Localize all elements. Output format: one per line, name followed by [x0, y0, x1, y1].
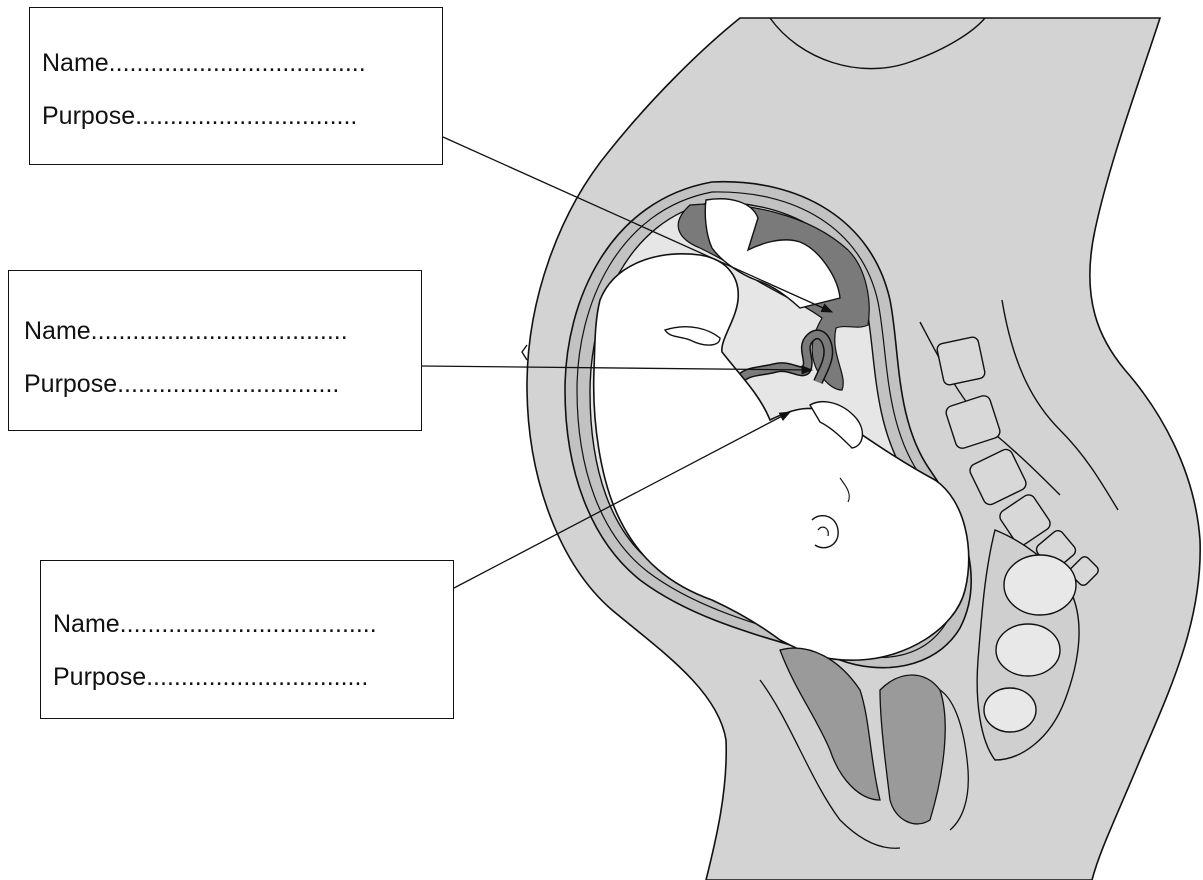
- label-box-3: Name....................................…: [40, 560, 454, 719]
- name-field-2[interactable]: Name....................................…: [24, 316, 348, 346]
- purpose-field-1[interactable]: Purpose................................: [42, 101, 357, 131]
- label-box-1: Name....................................…: [29, 7, 443, 165]
- purpose-field-3[interactable]: Purpose................................: [53, 662, 368, 692]
- purpose-field-2[interactable]: Purpose................................: [24, 369, 339, 399]
- name-field-3[interactable]: Name....................................…: [53, 609, 377, 639]
- label-box-2: Name....................................…: [8, 270, 422, 431]
- name-field-1[interactable]: Name....................................…: [42, 48, 366, 78]
- navel-notch: [522, 345, 527, 360]
